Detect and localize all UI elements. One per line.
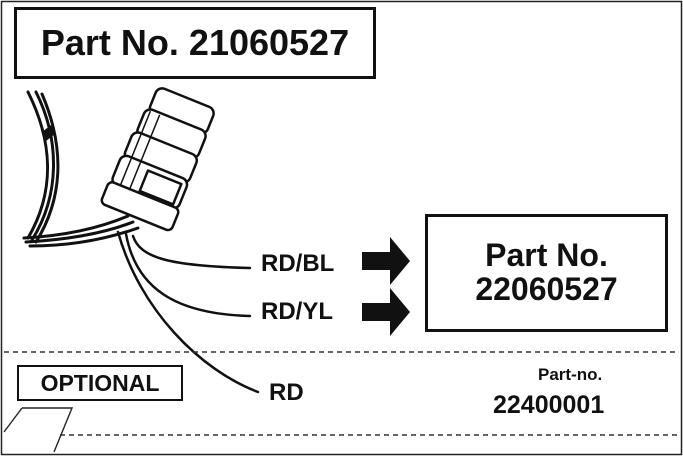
target-part-number: 22060527 [475,271,618,307]
harness-bundle [22,90,140,248]
wire-rd-bl [131,234,252,270]
wire-runs [116,230,260,394]
arrow-rd-yl [362,288,410,336]
optional-part-number: 22400001 [493,391,605,419]
optional-label: OPTIONAL [17,365,183,401]
target-part-title: Part No. [485,237,608,274]
wire-label-rd-yl: RD/YL [261,298,333,325]
wire-label-rd-bl: RD/BL [261,250,335,277]
wire-rd [116,230,260,394]
optional-section [3,351,679,453]
arrows [362,237,410,336]
wire-label-rd: RD [269,379,304,406]
wire-rd-yl [124,232,252,318]
connector-housing [100,87,215,232]
target-part-box: Part No. 22060527 [425,214,668,332]
cable-tie [42,125,55,141]
arrow-rd-bl [362,237,410,285]
main-part-label: Part No. 21060527 [14,7,376,79]
optional-part-caption: Part-no. [538,365,603,384]
